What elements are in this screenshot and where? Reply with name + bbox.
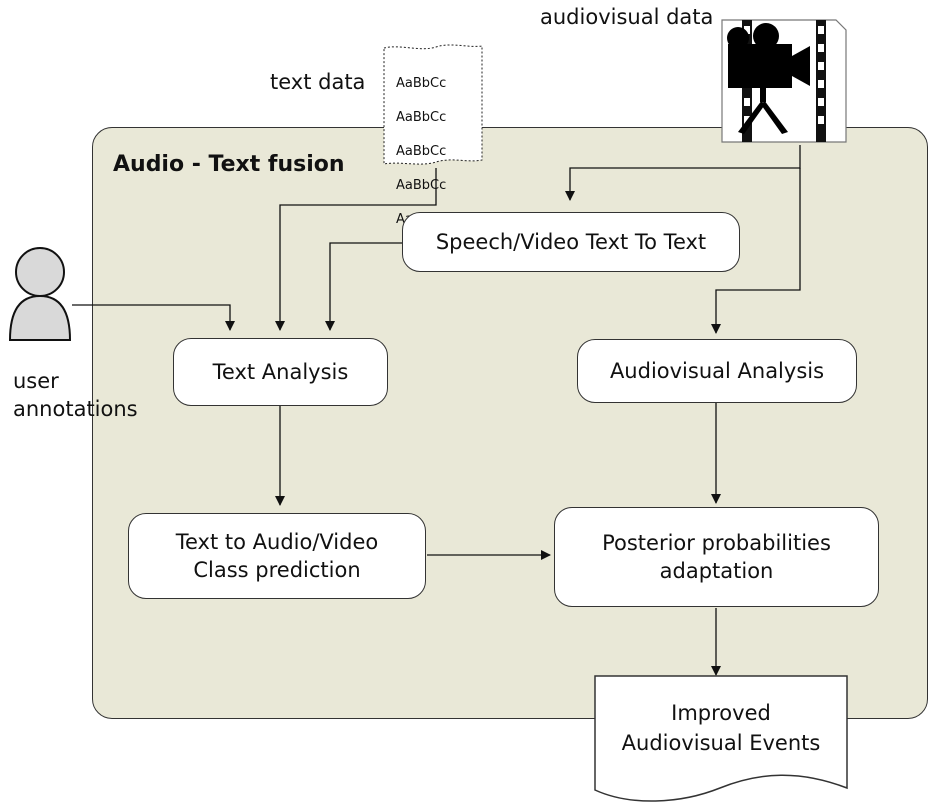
node-text-analysis: Text Analysis — [173, 338, 388, 406]
container-title: Audio - Text fusion — [113, 152, 345, 177]
camera-film-icon — [721, 19, 847, 143]
doc-line: AaBbCc — [396, 110, 447, 125]
arrow-user-to-textanalysis — [72, 304, 235, 331]
arrow-textdata-to-textanalysis — [275, 168, 437, 331]
user-annotations-label: user annotations — [13, 369, 138, 421]
doc-line: AaBbCc — [396, 178, 447, 193]
node-posterior-adaptation: Posterior probabilities adaptation — [554, 507, 879, 607]
node-text-to-class-prediction: Text to Audio/Video Class prediction — [128, 513, 426, 599]
text-data-label: text data — [270, 70, 366, 94]
text-document-icon — [383, 44, 483, 165]
node-speech-to-text: Speech/Video Text To Text — [402, 212, 740, 272]
audiovisual-data-label: audiovisual data — [540, 5, 714, 29]
node-audiovisual-analysis: Audiovisual Analysis — [577, 339, 857, 403]
user-icon — [8, 247, 72, 341]
doc-line: AaBbCc — [396, 76, 447, 91]
output-document-shape — [594, 675, 848, 802]
node-output-events: Improved Audiovisual Events — [621, 701, 821, 755]
doc-line: AaBbCc — [396, 144, 447, 159]
arrow-av-to-avanalysis — [711, 168, 801, 334]
arrow-av-to-speech — [565, 145, 801, 201]
arrow-speech-to-textanalysis — [325, 242, 403, 331]
